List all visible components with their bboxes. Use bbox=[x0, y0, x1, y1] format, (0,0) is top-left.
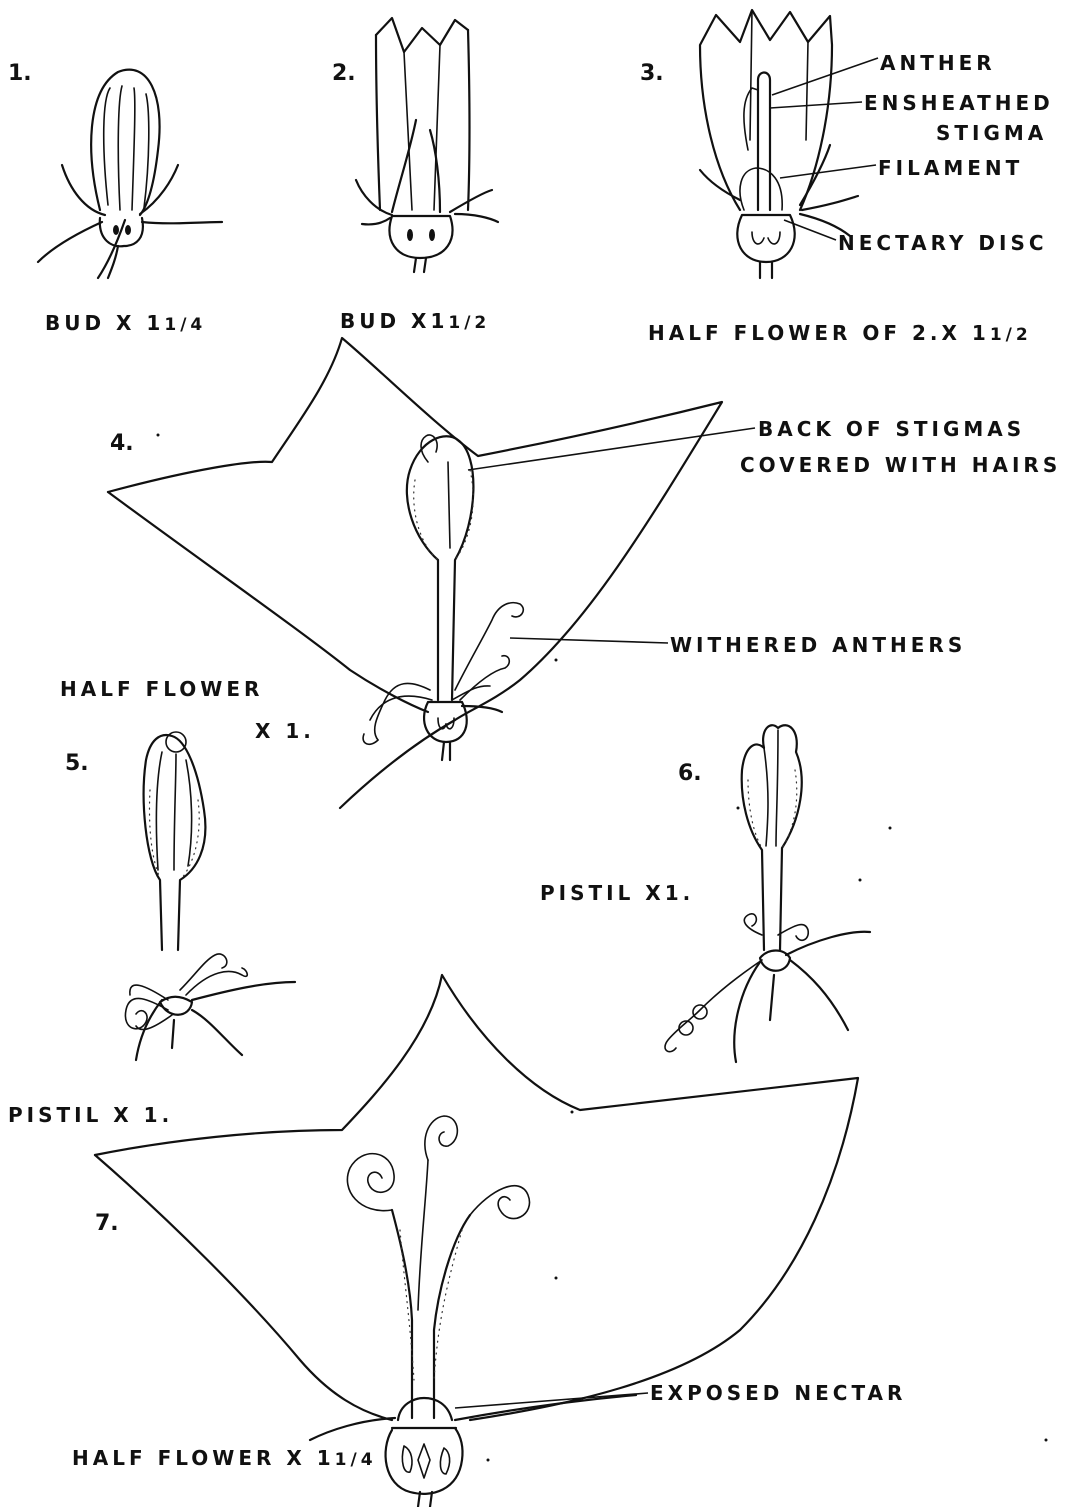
label-withered-anthers: WITHERED ANTHERS bbox=[670, 633, 966, 657]
label-back-of-stigmas: BACK OF STIGMAS bbox=[758, 417, 1025, 441]
label-filament: FILAMENT bbox=[878, 156, 1023, 180]
figure-3-half-flower: 3. ANTHER ENSHEATHED STIGMA FILAMENT NEC… bbox=[640, 10, 1054, 345]
label-stigma: STIGMA bbox=[936, 121, 1047, 145]
label-covered-with-hairs: COVERED WITH HAIRS bbox=[740, 453, 1061, 477]
figure-1-bud: 1. BUD X 11/4 bbox=[8, 61, 222, 335]
figure-5-number: 5. bbox=[65, 751, 89, 776]
label-nectary-disc: NECTARY DISC bbox=[838, 231, 1048, 255]
figure-1-number: 1. bbox=[8, 61, 32, 86]
figure-6-number: 6. bbox=[678, 761, 702, 786]
figure-6-pistil: 6. PISTIL X1. bbox=[540, 725, 870, 1062]
label-anther: ANTHER bbox=[880, 51, 996, 75]
label-ensheathed: ENSHEATHED bbox=[864, 91, 1054, 115]
figure-2-bud: 2. BUD X11/2 bbox=[332, 18, 498, 333]
figure-5-caption: PISTIL X 1. bbox=[8, 1103, 173, 1127]
figure-7-number: 7. bbox=[95, 1211, 119, 1236]
figure-7-half-flower: 7. EXPOSED NECTAR HALF FLOWER X 11/4 bbox=[72, 975, 906, 1507]
figure-3-caption: HALF FLOWER OF 2.X 11/2 bbox=[648, 321, 1032, 345]
figure-1-caption: BUD X 11/4 bbox=[45, 311, 206, 335]
figure-4-caption-line2: X 1. bbox=[255, 719, 315, 743]
figure-2-number: 2. bbox=[332, 61, 356, 86]
figure-4-number: 4. bbox=[110, 431, 134, 456]
figure-4-caption-line1: HALF FLOWER bbox=[60, 677, 263, 701]
figure-6-caption: PISTIL X1. bbox=[540, 881, 694, 905]
figure-3-number: 3. bbox=[640, 61, 664, 86]
figure-7-caption: HALF FLOWER X 11/4 bbox=[72, 1446, 377, 1470]
figure-5-pistil: 5. PISTIL X 1. bbox=[8, 732, 295, 1127]
figure-4-half-flower: 4. BACK OF STIGMAS COVERED WITH HAIRS WI… bbox=[60, 338, 1061, 808]
figure-2-caption: BUD X11/2 bbox=[340, 309, 490, 333]
label-exposed-nectar: EXPOSED NECTAR bbox=[650, 1381, 906, 1405]
